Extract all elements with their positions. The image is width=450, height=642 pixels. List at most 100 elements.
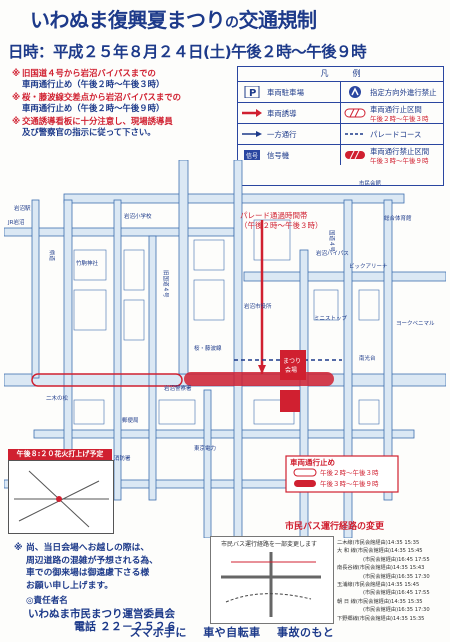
legend-title: 凡 例 (238, 67, 443, 82)
one-way-icon (241, 128, 263, 140)
svg-text:P: P (249, 88, 256, 98)
bus-schedule-row: 下野郷線(市民会館経由)14:35 15:35 (337, 615, 425, 622)
closure-segment-long (184, 372, 334, 386)
svg-text:桜・藤波線: 桜・藤波線 (194, 344, 222, 352)
bus-schedule-row: (市民会館経由)16:35 17:30 (337, 573, 430, 580)
bus-schedule-row: 大 和 線(市民会館経由)14:35 15:45 (337, 548, 423, 555)
legend-row: 車両誘導 車両通行止区間午後２時～午後３時 (238, 103, 443, 124)
note-line: 及び警察官の指示に従って下さい。 (22, 127, 156, 138)
bus-schedule-row: 南長谷線(市民会館経由)14:35 15:43 (337, 565, 425, 572)
svg-text:南光台: 南光台 (359, 354, 376, 362)
event-date: 日時：平成２５年８月２４日(土)午後２時～午後９時 (8, 43, 367, 61)
closure-segment-short (31, 373, 183, 387)
phone-number: 電話 ２２－２５２６ (74, 619, 177, 633)
bus-title: 市民バス運行経路の変更 (285, 522, 385, 532)
notice-line: 尚、当日会場へお越しの際は、 (26, 543, 150, 553)
bus-route-map: 市民バス運行経路を一部変更します (210, 536, 334, 624)
safety-slogan: スマホ手に 車や自転車 事故のもと (22, 624, 442, 640)
parking-icon: P (241, 86, 263, 98)
legend-row: P 車両駐車場 指定方向外進行禁止 (238, 82, 443, 103)
svg-text:午後２時～午後３時: 午後２時～午後３時 (320, 468, 379, 477)
svg-text:東京電力: 東京電力 (194, 444, 216, 452)
legend-label: パレードコース (370, 129, 422, 139)
notice-line: 車での御来場は御遠慮下さる様 (26, 568, 150, 579)
slogan-part: 車や自転車 (203, 626, 261, 639)
slogan-part: スマホ手に (129, 626, 187, 639)
legend-sub: 午後２時～午後３時 (370, 114, 429, 123)
closure-short-icon (344, 107, 366, 119)
svg-text:竹駒神社: 竹駒神社 (76, 259, 99, 267)
page-title: いわぬま復興夏まつりの交通規制 (30, 4, 440, 34)
note-mark: ※ (12, 115, 21, 126)
bus-schedule-row: (市民会館経由)16:45 17:55 (337, 590, 430, 597)
legend-box: 凡 例 P 車両駐車場 指定方向外進行禁止 車両誘導 車両通行止区間午後２時～午… (237, 66, 444, 186)
legend-label: 一方通行 (267, 129, 297, 139)
festival-venue (280, 350, 306, 380)
traffic-map: まつり 会場 パレード通過時間帯 （午後２時～午後３時） 車両通行止め 午後２時… (4, 160, 446, 538)
svg-text:JR岩沼: JR岩沼 (7, 218, 25, 226)
svg-text:ビックアリーナ: ビックアリーナ (349, 262, 388, 270)
svg-text:県道: 県道 (48, 250, 56, 262)
closure-callout: 車両通行止め 午後２時～午後３時 午後３時～午後９時 (285, 455, 399, 493)
legend-sub: 午後３時～午後９時 (370, 156, 429, 165)
svg-text:岩沼バイパス: 岩沼バイパス (316, 249, 349, 257)
legend-label: 車両誘導 (267, 108, 297, 118)
note-line: 車両通行止め（午後２時～午後９時） (22, 103, 165, 114)
bus-schedule-row: 朝 日 線(市民会館経由)14:35 15:35 (337, 598, 423, 605)
venue-label: まつり (283, 358, 301, 365)
notice-line: お願い申し上げます。 (26, 580, 114, 591)
svg-text:総合体育館: 総合体育館 (384, 214, 412, 222)
svg-text:ミニストップ: ミニストップ (314, 315, 348, 322)
svg-text:信号: 信号 (246, 152, 258, 160)
note-item: ※ 交通誘導看板に十分注意し、現場誘導員 及び警察官の指示に従って下さい。 (12, 116, 232, 139)
legend-label: 車両通行禁止区間 (370, 146, 430, 156)
bus-schedule-row: 二木線(市民会館経由)14:35 15:35 (337, 540, 420, 546)
attendance-notice: ※ 尚、当日会場へお越しの際は、 周辺道路の混雑が予想される為、 車での御来場は… (14, 542, 214, 633)
svg-text:旧国道４号: 旧国道４号 (162, 270, 170, 298)
note-item: ※ 桜・藤波線交差点から岩沼バイパスまでの 車両通行止め（午後２時～午後９時） (12, 92, 232, 115)
org-mark: ◎ (26, 596, 34, 607)
organizer-name: いわぬま市民まつり運営委員会 (28, 607, 175, 620)
closure-long-icon (344, 149, 366, 161)
org-label: 責任者名 (33, 596, 68, 607)
legend-label: 信号機 (267, 150, 290, 160)
inset-map (8, 460, 114, 534)
title-tail: 交通規制 (238, 8, 318, 32)
bus-map-drawing (221, 552, 321, 617)
svg-text:国道４号: 国道４号 (328, 230, 336, 253)
svg-text:岩沼市役所: 岩沼市役所 (244, 302, 272, 310)
parade-time-label: （午後２時～午後３時） (240, 220, 323, 230)
legend-row: 信号 信号機 車両通行禁止区間午後３時～午後９時 (238, 145, 443, 165)
svg-text:ヨークベニマル: ヨークベニマル (396, 320, 435, 327)
place-labels: 岩沼小学校 岩沼市役所 岩沼駅 総合体育館 ビックアリーナ 二木の松 郵便局 岩… (7, 179, 435, 462)
inset-map-drawing (14, 470, 109, 528)
parade-course-icon (344, 128, 366, 140)
note-line: 旧国道４号から岩沼バイパスまでの (22, 68, 156, 78)
direction-only-icon (344, 86, 366, 98)
venue-label: 会場 (285, 366, 297, 374)
legend-label: 指定方向外進行禁止 (370, 87, 437, 97)
festival-venue-2 (280, 390, 300, 412)
svg-text:岩沼警察署: 岩沼警察署 (164, 384, 192, 392)
bus-schedule-row: (市民会館経由)16:35 17:30 (337, 607, 430, 614)
note-mark: ※ (12, 91, 21, 102)
note-mark: ※ (14, 543, 23, 553)
bus-schedule-list: 二木線(市民会館経由)14:35 15:35 大 和 線(市民会館経由)14:3… (337, 539, 443, 623)
legend-row: 一方通行 パレードコース (238, 124, 443, 145)
svg-text:車両通行止め: 車両通行止め (290, 457, 335, 467)
road-labels: 旧国道４号 岩沼バイパス 国道４号 県道 桜・藤波線 (48, 230, 349, 352)
note-mark: ※ (12, 68, 21, 78)
svg-text:市民会館: 市民会館 (359, 179, 382, 187)
svg-text:二木の松: 二木の松 (46, 394, 69, 402)
parade-time-label: パレード通過時間帯 (240, 210, 308, 220)
notes-list: ※ 旧国道４号から岩沼バイパスまでの 車両通行止め（午後２時～午後３時） ※ 桜… (12, 68, 232, 139)
svg-text:午後３時～午後９時: 午後３時～午後９時 (320, 479, 379, 488)
note-line: 桜・藤波線交差点から岩沼バイパスまでの (22, 91, 181, 102)
legend-label: 車両駐車場 (267, 87, 304, 97)
note-item: ※ 旧国道４号から岩沼バイパスまでの 車両通行止め（午後２時～午後３時） (12, 68, 232, 91)
bus-map-title: 市民バス運行経路を一部変更します (221, 541, 318, 548)
notice-line: 周辺道路の混雑が予想される為、 (26, 555, 158, 566)
legend-label: 車両通行止区間 (370, 104, 422, 114)
vehicle-guide-icon (241, 107, 263, 119)
